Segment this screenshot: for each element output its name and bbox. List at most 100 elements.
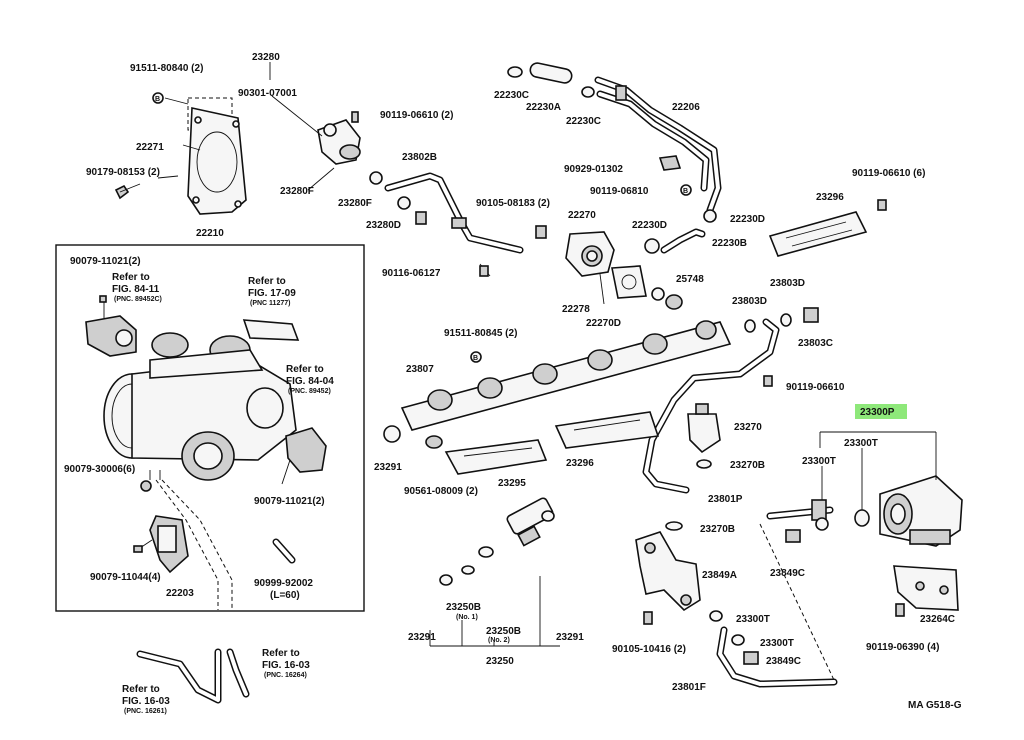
gasket-22271: [187, 97, 247, 215]
pipe-22206: [594, 76, 722, 214]
gasket-23300t-c: [709, 610, 723, 622]
cap-25748: [665, 294, 683, 310]
refer-fig-17-09: Refer to FIG. 17-09 (PNC 11277): [248, 276, 296, 307]
label-22230d-a: 22230D: [632, 220, 667, 231]
label-90079-11044: 90079-11044(4): [90, 572, 161, 583]
bolt-90119-06610-6: [877, 199, 887, 211]
label-90999-92002: 90999-92002: [254, 578, 313, 589]
label-ma-g518g: MA G518-G: [908, 700, 962, 711]
label-23300t-d: 23300T: [760, 638, 794, 649]
label-22203: 22203: [166, 588, 194, 599]
label-23803d-b: 23803D: [732, 296, 767, 307]
label-23295: 23295: [498, 478, 526, 489]
label-90116-06127: 90116-06127: [382, 268, 441, 279]
label-22278: 22278: [562, 304, 590, 315]
ref3-line3: (PNC. 89452): [288, 388, 331, 395]
highlight-23300p: [855, 404, 907, 419]
o-ring-23270b-b: [665, 521, 683, 531]
label-23280: 23280: [252, 52, 280, 63]
fuel-line-main: [642, 318, 780, 494]
insulator-23296-a: [768, 211, 868, 257]
clip-22230d-a: [703, 209, 717, 223]
refer-fig-16-03-b: Refer to FIG. 16-03 (PNC. 16261): [122, 684, 170, 715]
label-90301-07001: 90301-07001: [238, 88, 297, 99]
union-bolt-23803c: [803, 307, 819, 323]
injector-23250: [478, 497, 555, 558]
gasket-23300t-d: [731, 634, 745, 646]
label-90929-01302: 90929-01302: [564, 164, 623, 175]
ref3-line2: FIG. 84-04: [286, 376, 334, 387]
label-90561-08009: 90561-08009 (2): [404, 486, 478, 497]
sensor-22203: [133, 515, 189, 574]
ref5-line2: FIG. 16-03: [122, 696, 170, 707]
label-23296-a: 23296: [816, 192, 844, 203]
spacer-90561: [425, 435, 443, 449]
bolt-90116-06127: [479, 265, 489, 277]
ref2-line1: Refer to: [248, 276, 286, 287]
label-90079-11021-2a: 90079-11021(2): [70, 256, 141, 267]
label-23291-b: 23291: [408, 632, 436, 643]
label-22230c-b: 22230C: [566, 116, 601, 127]
label-23270b: 23270B: [730, 460, 765, 471]
ref1-line2: FIG. 84-11: [112, 284, 160, 295]
clip-22230c-a: [507, 66, 523, 78]
label-23849c-a: 23849C: [770, 568, 805, 579]
label-23250: 23250: [486, 656, 514, 667]
label-23300t-c: 23300T: [736, 614, 770, 625]
pressure-regulator-23270: [687, 403, 721, 454]
label-91511-80840: 91511-80840 (2): [130, 63, 203, 74]
label-23280f-a: 23280F: [280, 186, 314, 197]
union-bolt-23849c-a: [785, 529, 801, 543]
o-ring-22270d: [651, 287, 665, 301]
throttle-body-22210: [103, 332, 297, 481]
label-90079-30006: 90079-30006(6): [64, 464, 135, 475]
fuel-line-23801f: [716, 626, 838, 688]
clip-22230d-b: [644, 238, 660, 254]
label-no1: (No. 1): [456, 614, 478, 621]
label-22210: 22210: [196, 228, 224, 239]
label-no2: (No. 2): [488, 637, 510, 644]
refer-fig-16-03-a: Refer to FIG. 16-03 (PNC. 16264): [262, 648, 310, 679]
label-23280f-b: 23280F: [338, 198, 372, 209]
label-23803d-a: 23803D: [770, 278, 805, 289]
label-23250b-a: 23250B: [446, 602, 481, 613]
label-22230b: 22230B: [712, 238, 747, 249]
clip-23280f-b: [397, 196, 411, 210]
bracket-90929-01302: [658, 155, 682, 171]
label-90119-06610-2: 90119-06610 (2): [380, 110, 453, 121]
marker-b-2: [680, 184, 692, 196]
insulator-23295: [444, 439, 548, 475]
marker-b-2-text: B: [683, 188, 688, 195]
o-ring-23291-b: [439, 574, 453, 586]
gasket-22278: [611, 265, 647, 299]
hose-22230b: [660, 228, 706, 254]
union-bolt-23849c-b: [743, 651, 759, 665]
marker-b-3-text: B: [473, 355, 478, 362]
ref5-line1: Refer to: [122, 684, 160, 695]
ref2-line3: (PNC 11277): [250, 300, 290, 307]
ref4-line2: FIG. 16-03: [262, 660, 310, 671]
label-22206: 22206: [672, 102, 700, 113]
ref5-line3: (PNC. 16261): [124, 708, 167, 715]
clip-22230c-b: [581, 86, 595, 98]
label-23291-c: 23291: [556, 632, 584, 643]
label-22230a: 22230A: [526, 102, 561, 113]
insulator-23296-b: [554, 411, 660, 449]
label-23270: 23270: [734, 422, 762, 433]
label-23300p: 23300P: [860, 407, 895, 418]
label-23849a: 23849A: [702, 570, 737, 581]
bolt-90119-06610: [763, 375, 773, 387]
delivery-pipe-23807: [400, 320, 732, 431]
refer-fig-84-04: Refer to FIG. 84-04 (PNC. 89452): [286, 364, 334, 395]
o-ring-23803d-b: [780, 313, 792, 327]
o-ring-23291-a: [383, 425, 401, 443]
bolt-90105-10416: [643, 611, 653, 625]
bolt-23280d: [415, 211, 427, 225]
bolt-90179-08153: [114, 183, 141, 200]
seal-23250b-a: [461, 565, 475, 575]
label-23849c-b: 23849C: [766, 656, 801, 667]
label-90119-06810: 90119-06810: [590, 186, 649, 197]
label-23801f: 23801F: [672, 682, 706, 693]
label-22230d-b: 22230D: [730, 214, 765, 225]
label-22230c-a: 22230C: [494, 90, 529, 101]
